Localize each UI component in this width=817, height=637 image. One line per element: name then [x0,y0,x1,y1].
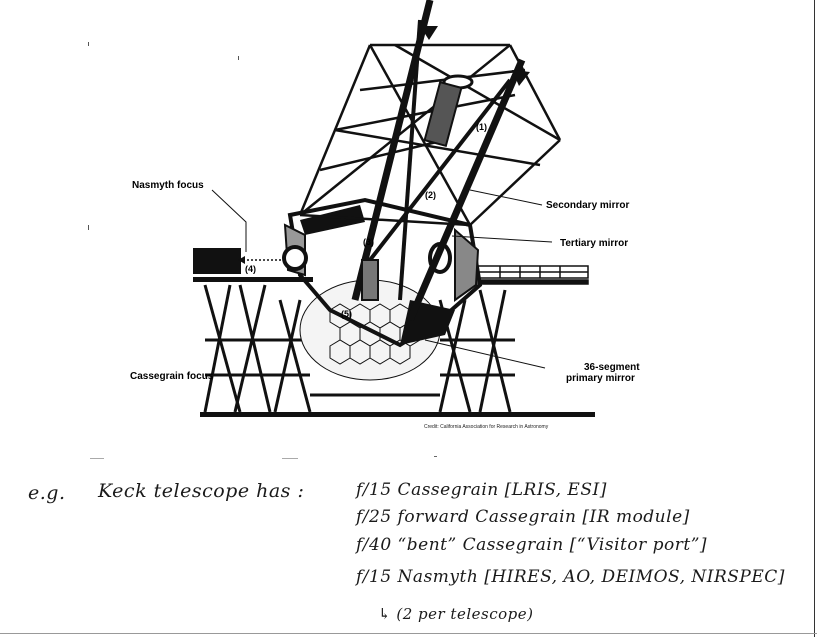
stray-mark [88,42,89,46]
note-intro: Keck telescope has : [98,480,304,502]
nasmyth-instrument-box [193,248,241,274]
label-secondary-mirror: Secondary mirror [546,200,629,211]
note-line-3: f/40 “bent” Cassegrain [“Visitor port”] [356,535,707,555]
label-tertiary-mirror: Tertiary mirror [560,238,628,249]
stray-mark [434,456,437,457]
stray-mark [88,225,89,230]
cassegrain-instrument [362,260,378,300]
note-line-4: f/15 Nasmyth [HIRES, AO, DEIMOS, NIRSPEC… [356,567,785,587]
marker-3: (3) [363,237,374,248]
note-line-1: f/15 Cassegrain [LRIS, ESI] [356,480,607,500]
note-line-2: f/25 forward Cassegrain [IR module] [356,507,690,527]
ground-line [200,412,595,417]
stray-mark [238,56,239,60]
credit-line: Credit: California Association for Resea… [424,424,548,430]
note-prefix: e.g. [28,482,66,504]
label-cassegrain-focus: Cassegrain focus [130,371,213,382]
page-edge-right [814,0,815,637]
note-aside: ↳ (2 per telescope) [378,605,533,623]
right-platform [478,266,588,284]
marker-1: (1) [476,122,487,133]
marker-4: (4) [245,264,256,275]
label-nasmyth-focus: Nasmyth focus [132,180,204,191]
separator-dash [90,458,104,459]
left-platform [193,277,313,282]
marker-5: (5) [341,309,352,320]
page-edge-bottom [0,633,817,634]
marker-2: (2) [425,190,436,201]
label-primary-mirror-line1: 36-segment [584,362,640,373]
label-primary-mirror-line2: primary mirror [566,373,635,384]
separator-dash [282,458,298,459]
